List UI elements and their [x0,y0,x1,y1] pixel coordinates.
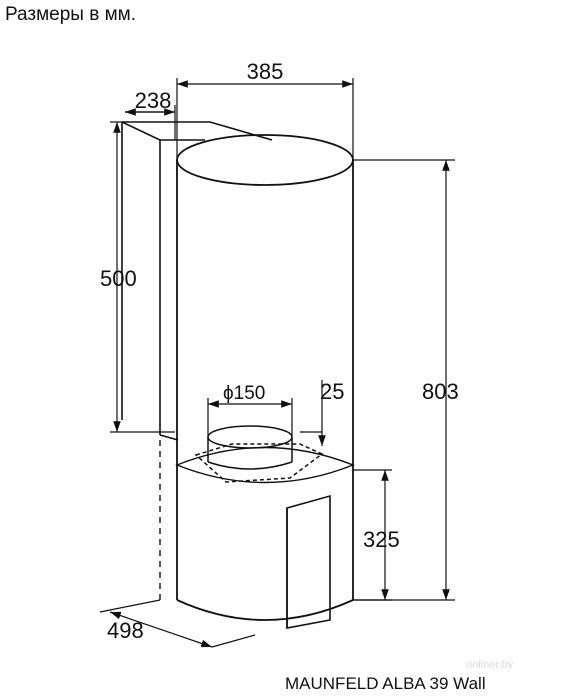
dim-upper-height [110,121,175,433]
dim-duct-diameter [207,398,293,437]
cylinder-body [175,134,355,621]
cylinder-top-ellipse [176,134,354,186]
dim-top-width [176,78,354,160]
dim-upper-height-label: 500 [100,266,137,291]
cylinder-cut-ellipse [175,446,355,484]
dim-lower-height-label: 325 [363,527,400,552]
dim-lower-height [353,469,392,601]
dim-depth-label: 238 [135,88,172,113]
dim-top-width-label: 385 [247,59,284,84]
dim-depth [125,105,176,140]
units-caption: Размеры в мм. [5,4,137,25]
dim-duct-offset-label: 25 [320,379,344,404]
dim-base-depth [99,599,256,648]
wall-box [121,121,273,441]
dim-total-height-label: 803 [422,379,459,404]
watermark-text: onliner.by [466,659,514,671]
dim-duct-diameter-label: ϕ150 [223,383,265,404]
dim-base-depth-label: 498 [107,618,144,643]
front-panel [286,494,331,629]
dim-duct-offset [300,380,326,446]
duct-collar [194,425,324,483]
model-name: MAUNFELD ALBA 39 Wall [285,674,486,693]
